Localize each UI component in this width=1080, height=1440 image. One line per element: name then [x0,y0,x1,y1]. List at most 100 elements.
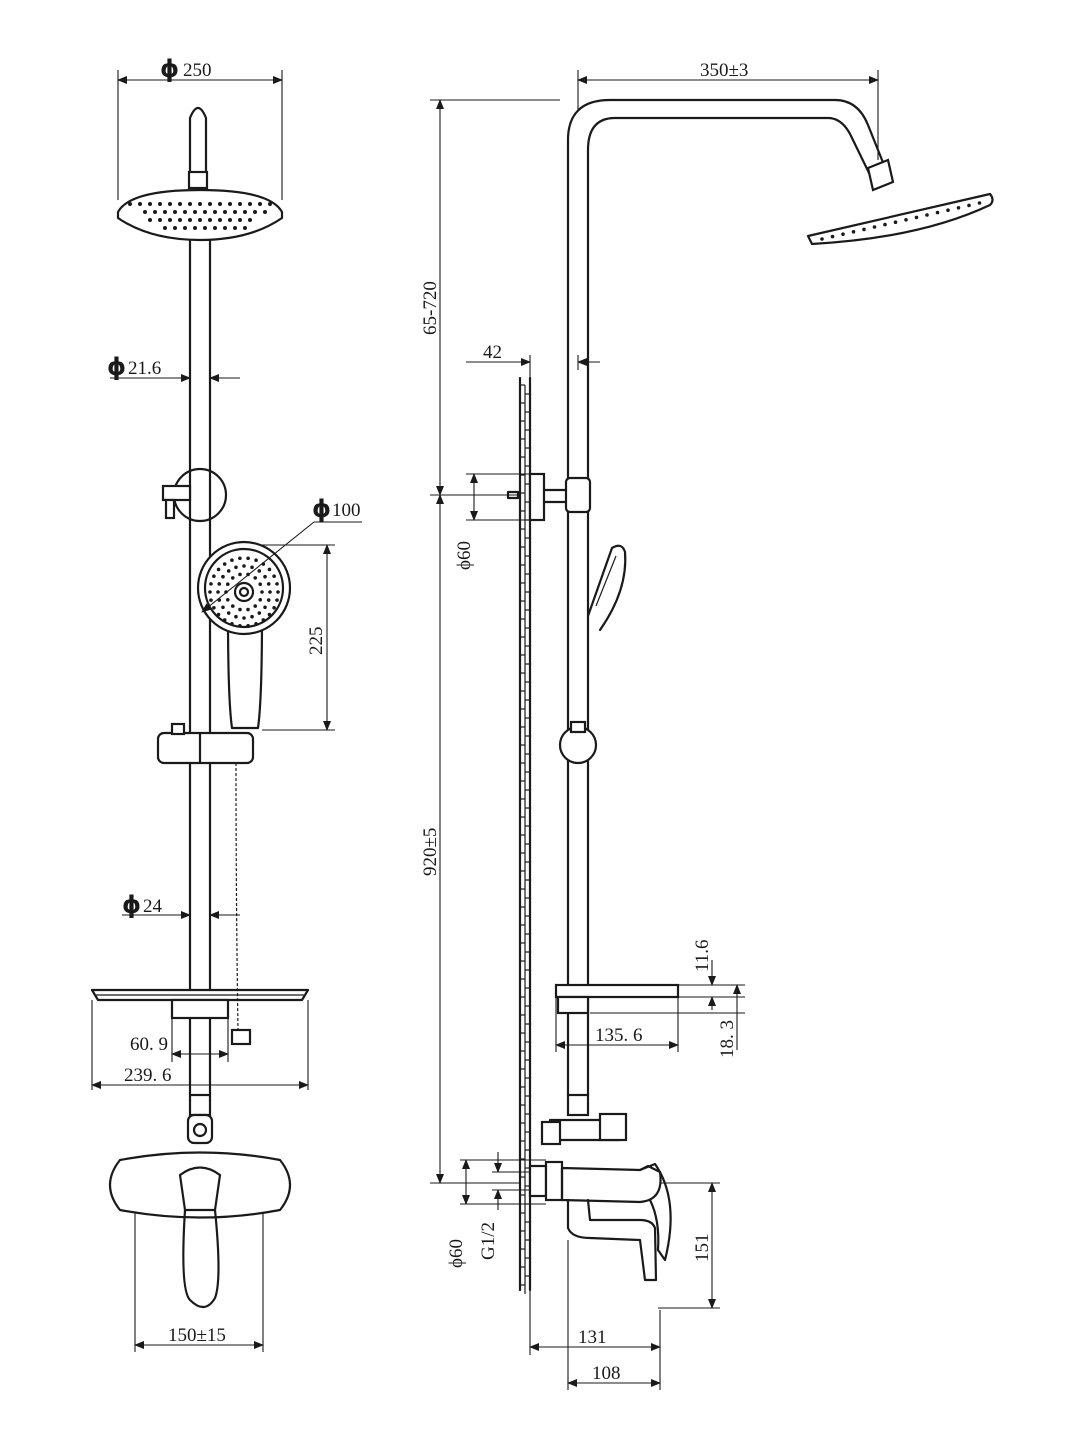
nozzle-dot [222,562,227,566]
nozzle-dot [208,218,212,222]
nozzle-dot [238,218,242,222]
nozzle-dot [258,598,263,602]
nozzle-dot [223,210,227,214]
dim-lower-pipe-diameter: 24 [143,896,163,917]
nozzle-dot [233,210,237,214]
nozzle-dot [193,210,197,214]
side-view: 350±3 65-720 920±5 42 ϕ60 [420,60,994,1390]
shower-column-side [506,98,994,1097]
dim-shelf-thickness: 11.6 [692,939,713,972]
nozzle-dot [242,616,246,620]
nozzle-dot [233,226,237,230]
nozzle-dot [238,623,242,628]
wall-hatch [518,376,532,1294]
nozzle-dot [246,623,250,628]
nozzle-dot [183,226,187,230]
nozzle-dot [935,210,940,215]
nozzle-dot [977,201,982,205]
nozzle-dot [234,614,238,619]
nozzle-dot [967,203,971,208]
nozzle-dot [254,621,258,626]
nozzle-dot [250,614,254,619]
nozzle-dot [217,582,222,586]
diameter-symbol: ϕ [160,55,179,83]
nozzle-dot [250,565,254,570]
nozzle-dot [188,202,192,206]
nozzle-dot [188,218,192,222]
dim-spout-height: 151 [692,1234,713,1263]
nozzle-dot [225,582,230,586]
nozzle-dot [267,612,272,617]
nozzle-dot [222,618,227,622]
dim-bracket-diameter: ϕ60 [454,541,475,570]
nozzle-dot [143,210,147,214]
nozzle-dot [216,612,221,617]
nozzle-dot [212,574,216,578]
nozzle-dot [266,582,271,586]
nozzle-dot [213,210,217,214]
nozzle-dot [904,218,908,222]
dim-wall-offset: 42 [483,342,502,363]
nozzle-dot [209,598,213,602]
nozzle-dot [263,605,267,610]
nozzle-dot [158,202,162,206]
nozzle-dot [266,598,271,602]
nozzle-dot [234,565,238,570]
nozzle-dot [275,598,279,602]
nozzle-dot [198,218,202,222]
nozzle-dot [275,582,279,586]
nozzle-dot [872,225,877,229]
nozzle-dot [238,572,242,577]
dim-hand-shower-length: 225 [306,627,327,656]
nozzle-dot [268,202,272,206]
nozzle-dot [253,604,258,608]
nozzle-dot [253,210,257,214]
nozzle-dot [893,220,898,224]
nozzle-dot [193,226,197,230]
nozzle-dot [208,202,212,206]
nozzle-dot [253,576,258,580]
nozzle-dot [246,607,250,612]
nozzle-dot [230,621,234,626]
nozzle-dot [238,607,242,612]
nozzle-dot [257,611,262,615]
nozzle-dot [260,590,264,594]
nozzle-dot [208,590,212,594]
nozzle-dot [248,218,252,222]
nozzle-dot [228,218,232,222]
nozzle-dot [218,218,222,222]
dim-overhead-diameter: 250 [183,60,212,81]
nozzle-dot [216,567,221,572]
nozzle-dot [203,210,207,214]
nozzle-dot [267,567,272,572]
dim-hand-shower-diameter: 100 [332,500,361,521]
nozzle-dot [148,218,152,222]
nozzle-dot [925,213,929,217]
nozzle-dot [183,210,187,214]
dim-pipe-diameter: 21.6 [128,358,161,379]
nozzle-dot [178,202,182,206]
nozzle-dot [243,226,247,230]
nozzle-dot [163,226,167,230]
nozzle-dot [173,226,177,230]
nozzle-dot [228,202,232,206]
nozzle-dot [238,202,242,206]
dim-escutcheon-diameter: ϕ60 [446,1239,467,1268]
shelf-front [90,988,310,1097]
nozzle-dot [173,210,177,214]
hand-shower-front [196,540,292,730]
dim-shelf-width: 239. 6 [124,1065,172,1086]
nozzle-dot [230,604,235,608]
front-view: ϕ 250 ϕ 21.6 ϕ 100 225 ϕ 24 [90,55,362,1352]
dim-body-reach: 108 [592,1363,621,1384]
nozzle-dot [851,230,856,234]
nozzle-dot [254,558,258,563]
shower-rail-front [156,238,255,1046]
dim-height-range: 65-720 [420,281,441,335]
nozzle-dot [946,208,950,212]
nozzle-dot [153,210,157,214]
nozzle-dot [226,569,231,573]
dim-shelf-inner: 60. 9 [130,1034,168,1055]
nozzle-dot [168,202,172,206]
dimensions-front: ϕ 250 ϕ 21.6 ϕ 100 225 ϕ 24 [91,55,362,1352]
